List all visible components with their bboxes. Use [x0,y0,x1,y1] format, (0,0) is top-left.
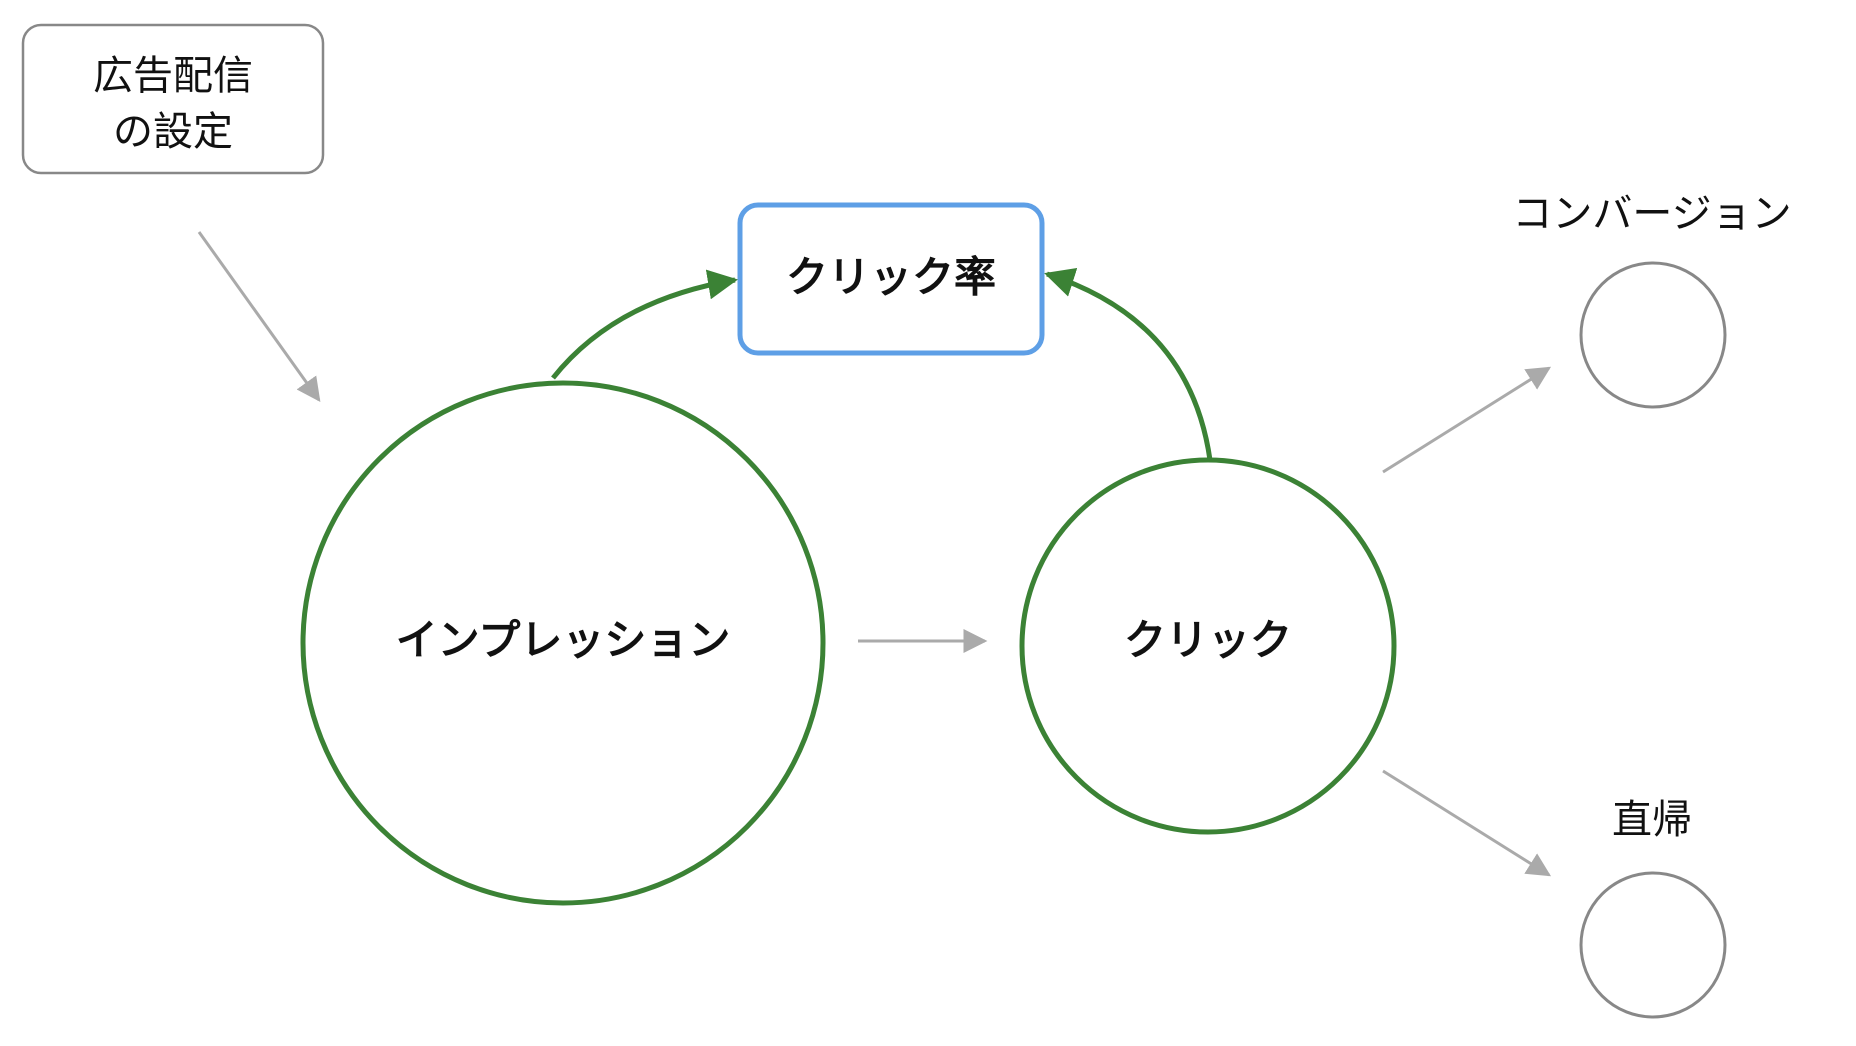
ctr-label: クリック率 [786,253,996,302]
bounce-node: 直帰 [1579,797,1727,1019]
conversion-label: コンバージョン [1512,191,1791,237]
ad-settings-box [21,23,325,175]
click-label: クリック [1124,616,1292,665]
click-node: クリック [1019,457,1397,835]
ad-settings-label-line1: 広告配信 [93,53,253,99]
impression-node: インプレッション [300,380,826,906]
arrow-settings-to-impression [197,231,321,402]
ctr-box [737,202,1045,356]
conversion-circle [1579,261,1727,409]
bounce-label: 直帰 [1612,797,1692,843]
impression-circle [300,380,826,906]
ad-settings-label-line2: の設定 [113,109,233,155]
conversion-node: コンバージョン [1512,191,1792,409]
arrow-click-to-conversion [1382,366,1552,474]
arrow-click-to-bounce [1382,769,1552,877]
bounce-circle [1579,871,1727,1019]
ctr-node: クリック率 [737,202,1045,356]
arrow-impression-to-ctr [551,269,738,380]
arrow-click-to-ctr [1044,268,1213,461]
impression-label: インプレッション [396,616,731,665]
ad-settings-node: 広告配信 の設定 [21,23,325,175]
